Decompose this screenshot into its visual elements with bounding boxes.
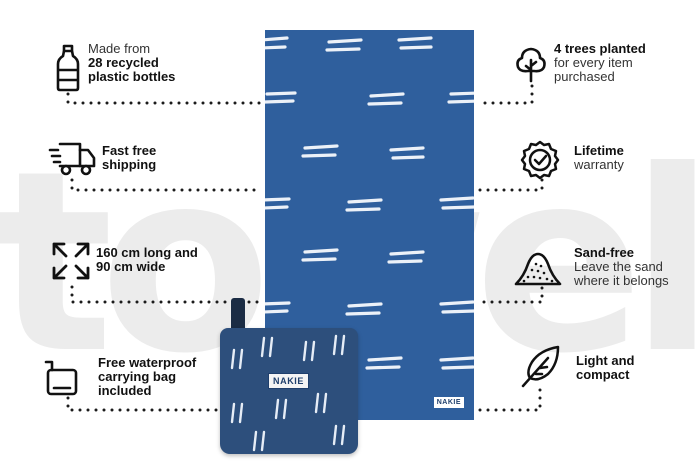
bag-body: NAKIE <box>220 328 358 454</box>
shipping-line2: shipping <box>102 157 157 172</box>
recycled-line2: 28 recycled <box>88 55 159 70</box>
sand-line2: Leave the sand <box>574 259 663 274</box>
shipping-line1: Fast free <box>102 143 157 158</box>
towel-brand-tag: NAKIE <box>433 397 464 408</box>
expand-arrows-icon <box>52 242 90 280</box>
waterproof-bag-icon <box>44 360 78 396</box>
feature-trees: 4 trees planted for every item purchased <box>514 40 684 90</box>
bag-dash-pattern <box>230 334 346 452</box>
feature-warranty: Lifetime warranty <box>520 138 670 182</box>
feature-bag: Free waterproof carrying bag included <box>44 354 224 402</box>
sand-line1: Sand-free <box>574 245 634 260</box>
feature-size: 160 cm long and 90 cm wide <box>50 240 260 284</box>
bag-brand-badge: NAKIE <box>268 373 310 389</box>
light-line2: compact <box>576 367 630 382</box>
size-line2: 90 cm wide <box>96 259 166 274</box>
size-line1: 160 cm long and <box>96 245 198 260</box>
tree-icon <box>516 47 546 83</box>
recycled-line1: Made from <box>88 41 151 56</box>
warranty-line1: Lifetime <box>574 143 624 158</box>
bag-line2: carrying bag <box>98 369 177 384</box>
feature-sand: Sand-free Leave the sand where it belong… <box>512 244 698 292</box>
warranty-line2: warranty <box>574 157 624 172</box>
bag-line1: Free waterproof <box>98 355 197 370</box>
trees-line2: for every item <box>554 55 633 70</box>
feature-recycled: Made from 28 recycled plastic bottles <box>52 40 252 96</box>
feature-light: Light and compact <box>520 344 680 392</box>
sand-line3: where it belongs <box>574 273 669 288</box>
bag-line3: included <box>98 383 152 398</box>
light-line1: Light and <box>576 353 635 368</box>
towel-dash-pattern <box>265 36 474 370</box>
trees-line3: purchased <box>554 69 615 84</box>
warranty-badge-icon <box>520 140 560 180</box>
feature-shipping: Fast free shipping <box>48 140 248 184</box>
feather-icon <box>521 345 560 388</box>
carrying-bag: NAKIE <box>220 298 360 458</box>
plastic-bottle-icon <box>56 44 80 92</box>
recycled-line3: plastic bottles <box>88 69 176 84</box>
sand-pile-icon <box>514 252 562 286</box>
trees-line1: 4 trees planted <box>554 41 646 56</box>
delivery-truck-icon <box>48 142 96 176</box>
